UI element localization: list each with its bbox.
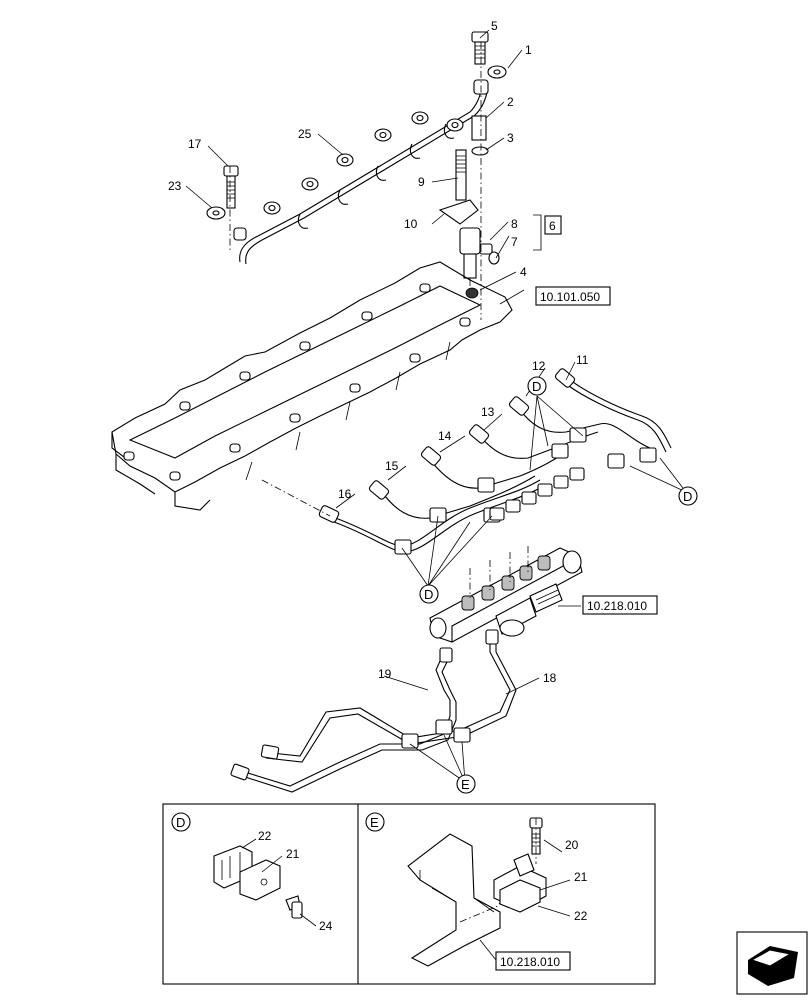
callout-e-21: 21 [574, 870, 588, 884]
callout-4: 4 [520, 265, 527, 279]
svg-text:D: D [532, 379, 541, 394]
bolt-5 [471, 31, 489, 65]
nav-arrow-icon[interactable] [736, 931, 808, 995]
svg-text:D: D [683, 489, 692, 504]
callout-7: 7 [511, 235, 518, 249]
svg-text:10.218.010: 10.218.010 [500, 955, 560, 969]
callout-d-21: 21 [286, 847, 300, 861]
ref-box-cylinder-head: 10.101.050 [535, 286, 611, 306]
callout-3: 3 [507, 131, 514, 145]
callout-9: 9 [418, 175, 425, 189]
fuel-pump [429, 547, 583, 643]
leak-off-pipe-assembly [233, 79, 489, 265]
callout-10: 10 [404, 217, 418, 231]
callout-d-24: 24 [319, 919, 333, 933]
svg-text:D: D [424, 587, 433, 602]
callout-15: 15 [385, 459, 399, 473]
callout-d-22: 22 [258, 829, 272, 843]
cylinder-head-outline [111, 261, 513, 511]
detail-e: E 20 21 22 10.218.010 [365, 812, 588, 971]
marker-d-top: D [527, 376, 547, 396]
group-box-6 [544, 215, 562, 235]
callout-17: 17 [188, 137, 202, 151]
marker-e: E [456, 774, 476, 794]
svg-text:E: E [461, 777, 470, 792]
injector-8 [459, 227, 493, 286]
callout-2: 2 [507, 95, 514, 109]
spacer-2 [471, 115, 487, 141]
callout-14: 14 [438, 429, 452, 443]
detail-panel: D 22 21 24 E 20 [162, 803, 656, 985]
callout-11: 11 [576, 353, 589, 367]
callout-e-22: 22 [574, 909, 588, 923]
clamp-10 [438, 199, 479, 225]
callout-23: 23 [168, 179, 182, 193]
detail-d: D 22 21 24 [171, 812, 333, 933]
callout-16: 16 [338, 487, 352, 501]
callout-e-20: 20 [565, 838, 579, 852]
ref-box-bracket: 10.218.010 [495, 951, 571, 971]
washer-3 [471, 146, 489, 156]
callout-5: 5 [491, 19, 498, 33]
callout-19: 19 [378, 667, 392, 681]
stud-9 [455, 149, 467, 201]
callout-13: 13 [481, 405, 495, 419]
high-pressure-pipes [318, 368, 672, 555]
callout-18: 18 [543, 671, 557, 685]
pipes-18-19 [230, 629, 517, 793]
marker-d-bottom: D [419, 584, 439, 604]
seal-7 [488, 251, 500, 265]
callout-25: 25 [298, 127, 312, 141]
callout-1: 1 [525, 43, 532, 57]
ref-box-fuel-pump: 10.218.010 [582, 595, 658, 615]
washer-4 [465, 287, 479, 299]
bolt-17 [223, 165, 239, 209]
callout-12: 12 [532, 359, 546, 373]
marker-d-right: D [678, 486, 698, 506]
leader-lines [185, 29, 581, 695]
svg-text:D: D [176, 815, 185, 830]
callout-8: 8 [511, 217, 518, 231]
callouts: 5 1 2 3 17 25 9 23 10 8 7 4 12 11 13 14 … [168, 19, 589, 685]
svg-text:E: E [370, 815, 379, 830]
callout-6: 6 [549, 219, 556, 233]
svg-text:10.218.010: 10.218.010 [587, 599, 647, 613]
svg-text:10.101.050: 10.101.050 [540, 290, 600, 304]
